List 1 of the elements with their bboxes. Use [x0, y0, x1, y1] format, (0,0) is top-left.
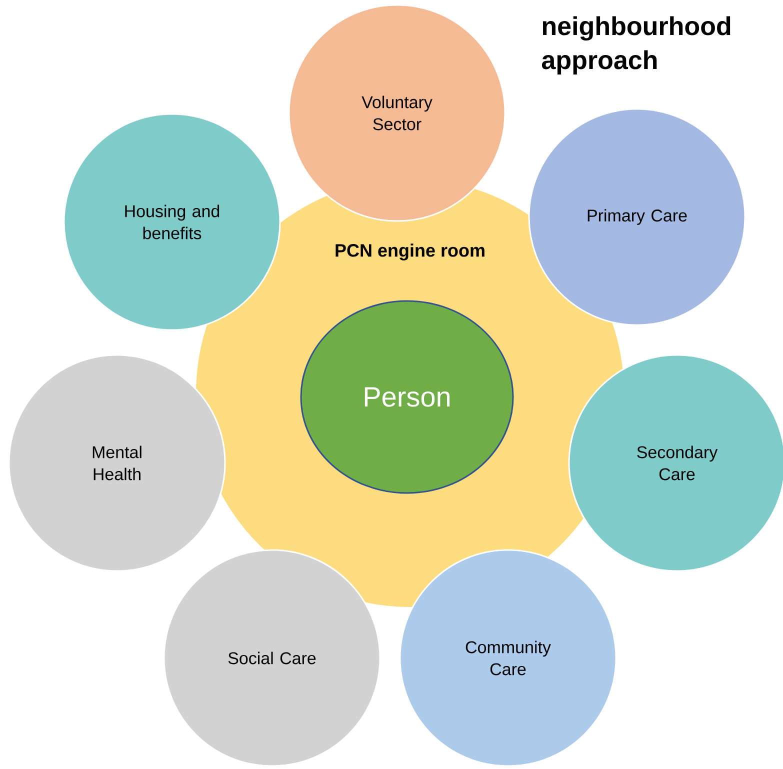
title: neighbourhood approach	[542, 16, 730, 74]
